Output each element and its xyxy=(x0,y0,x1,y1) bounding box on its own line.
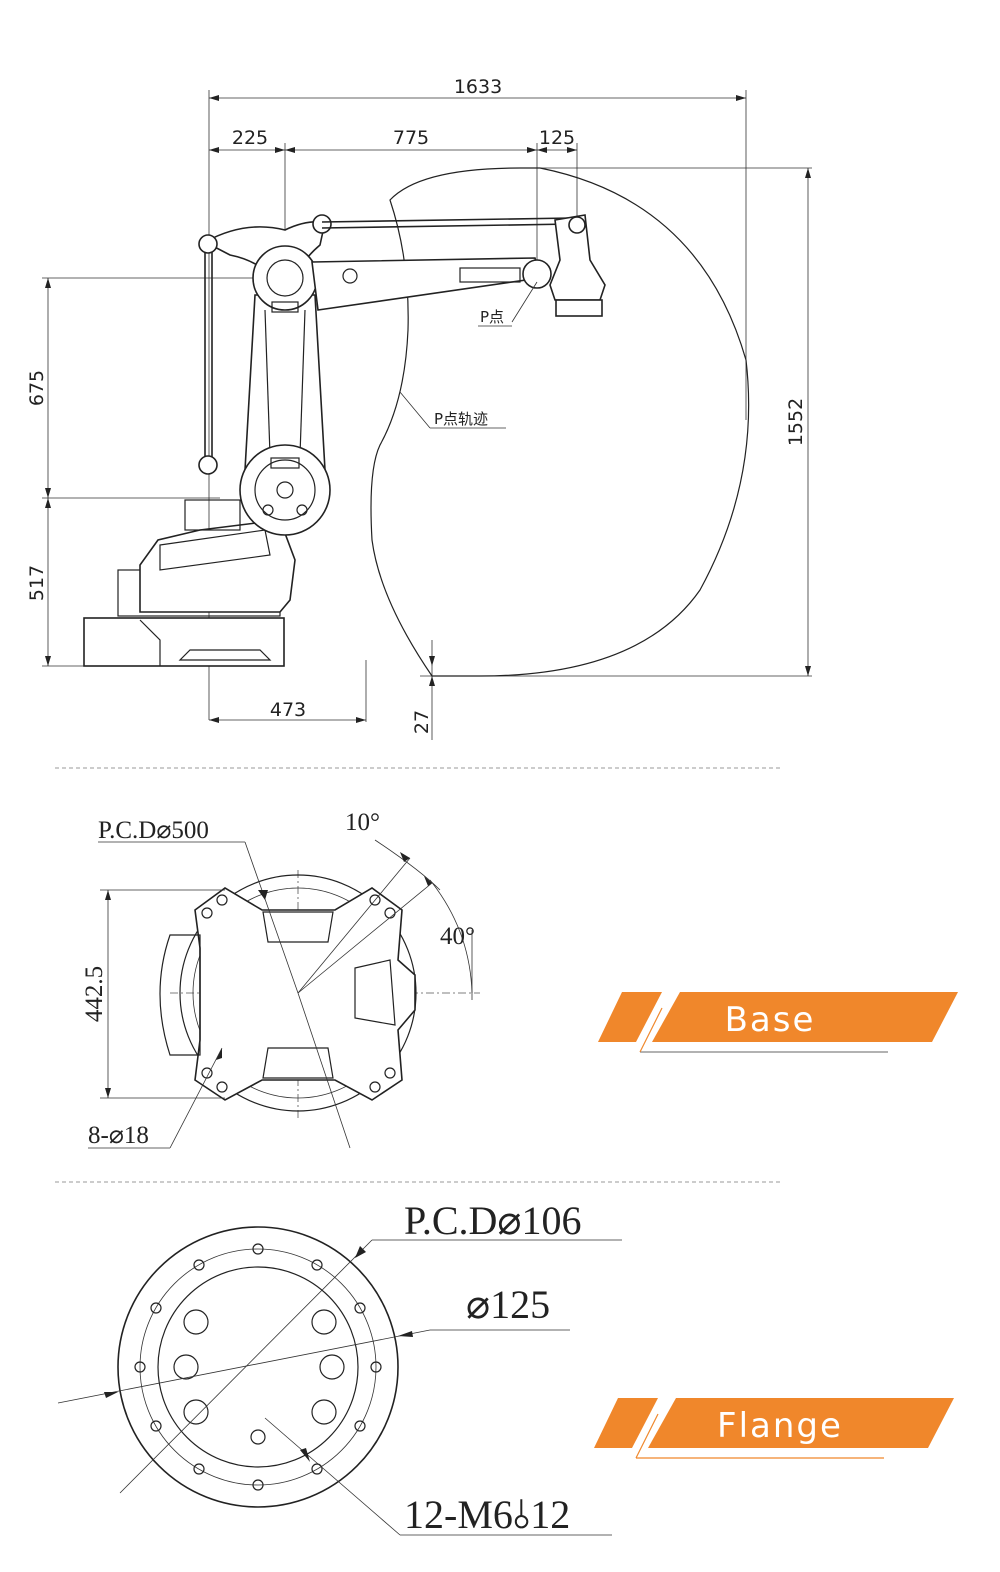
dim-base-offset: 27 xyxy=(411,710,433,734)
banner-body xyxy=(648,1398,954,1448)
base-plate xyxy=(83,617,285,667)
base-height-label: 442.5 xyxy=(81,966,108,1022)
dim-seg-b: 775 xyxy=(393,127,429,149)
banner-stripe xyxy=(594,1398,658,1448)
dim-seg-c: 125 xyxy=(539,127,575,149)
wrist-joint xyxy=(522,259,552,289)
base-view: P.C.D⌀500 10° 40° 442.5 8-⌀18 xyxy=(81,809,480,1149)
base-banner-text: Base xyxy=(725,1000,816,1040)
dim-height-total: 1552 xyxy=(785,398,807,446)
dim-height-upper: 675 xyxy=(26,370,48,406)
base-banner: Base xyxy=(598,992,958,1053)
base-pcd-label: P.C.D⌀500 xyxy=(98,817,209,844)
flange-view: P.C.D⌀106 ⌀125 12-M6⫰12 xyxy=(57,1198,622,1537)
flange-threads-label: 12-M6⫰12 xyxy=(404,1492,570,1537)
flange-banner-text: Flange xyxy=(717,1406,843,1446)
flange-diameter-label: ⌀125 xyxy=(466,1282,550,1327)
elbow-hub xyxy=(252,245,318,311)
flange-outer-circle xyxy=(117,1226,399,1508)
p-trajectory-envelope xyxy=(370,167,750,677)
side-view: 1633 225 775 125 1552 675 517 473 xyxy=(26,76,812,740)
dim-arrow xyxy=(209,95,219,101)
label-p-point: P点 xyxy=(480,308,504,326)
dim-seg-a: 225 xyxy=(232,127,268,149)
base-angle-10: 10° xyxy=(345,809,380,836)
flange-banner: Flange xyxy=(594,1398,954,1459)
base-body xyxy=(194,887,416,1101)
banner-stripe xyxy=(598,992,662,1042)
base-holes-label: 8-⌀18 xyxy=(88,1122,149,1149)
flange-pcd-label: P.C.D⌀106 xyxy=(404,1198,581,1243)
dim-arrow xyxy=(736,95,746,101)
flange-bolt-circle xyxy=(139,1248,377,1486)
flange-plate xyxy=(555,299,603,317)
base-outline-circle xyxy=(179,874,417,1112)
label-p-trajectory: P点轨迹 xyxy=(434,410,488,428)
shoulder-joint xyxy=(239,444,331,536)
dim-overall-width: 1633 xyxy=(454,76,502,98)
flange-inner-circle xyxy=(157,1266,359,1468)
dim-height-lower: 517 xyxy=(26,565,48,601)
lower-arm xyxy=(244,294,326,471)
upper-arm xyxy=(311,257,541,311)
banner-body xyxy=(652,992,958,1042)
dim-base-depth: 473 xyxy=(270,699,306,721)
base-angle-40: 40° xyxy=(440,923,475,950)
